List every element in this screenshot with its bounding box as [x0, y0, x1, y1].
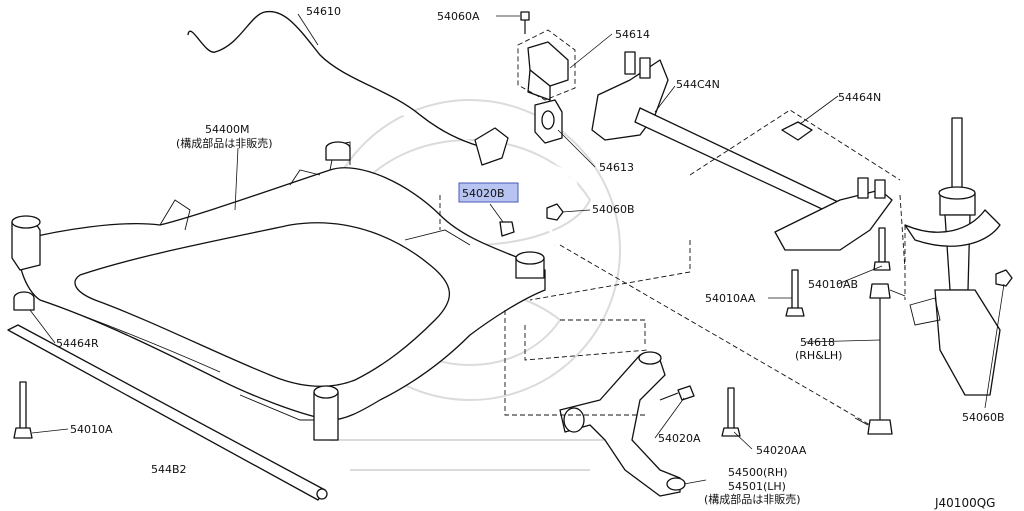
- label-54400M-note: (構成部品は非販売): [176, 136, 273, 150]
- member-bolt-center[interactable]: [499, 221, 515, 237]
- label-54010AB[interactable]: 54010AB: [808, 278, 858, 291]
- label-54618-side: (RH&LH): [795, 349, 842, 362]
- member-mount-top[interactable]: [325, 141, 351, 161]
- label-544B2[interactable]: 544B2: [151, 463, 187, 476]
- label-544C4N[interactable]: 544C4N: [676, 78, 720, 91]
- stabilizer-bar[interactable]: [187, 10, 578, 246]
- label-54618[interactable]: 54618: [800, 336, 835, 349]
- transverse-link[interactable]: [559, 351, 686, 497]
- nut-54060B-top[interactable]: [546, 203, 564, 221]
- stiffener-bar[interactable]: [591, 51, 893, 251]
- diagram-code: J40100QG: [934, 496, 995, 510]
- stabilizer-bushing[interactable]: [534, 99, 563, 144]
- member-mount-center[interactable]: [515, 251, 545, 279]
- member-mount-bottom[interactable]: [313, 385, 339, 441]
- bolt-54010A[interactable]: [13, 381, 33, 439]
- label-54060B-right[interactable]: 54060B: [962, 411, 1005, 424]
- bolt-54010AA[interactable]: [785, 269, 805, 317]
- bolt-54020A[interactable]: [659, 385, 695, 401]
- bolt-54020AA[interactable]: [721, 387, 741, 437]
- label-54060B-top[interactable]: 54060B: [592, 203, 635, 216]
- label-54060A[interactable]: 54060A: [437, 10, 480, 23]
- suspension-member[interactable]: [18, 141, 546, 421]
- leader-lines: [29, 13, 1005, 485]
- nut-54060B-right[interactable]: [995, 269, 1013, 287]
- label-54500-note: (構成部品は非販売): [704, 492, 801, 506]
- label-54010A[interactable]: 54010A: [70, 423, 113, 436]
- label-54501[interactable]: 54501(LH): [728, 480, 786, 493]
- bar-clip[interactable]: [474, 127, 509, 166]
- phantom-lines: [439, 29, 906, 426]
- strut-assembly[interactable]: [904, 117, 1001, 396]
- label-54500[interactable]: 54500(RH): [728, 466, 788, 479]
- label-54020B[interactable]: 54020B: [462, 187, 505, 200]
- label-54613[interactable]: 54613: [599, 161, 634, 174]
- highlight-54020B: [458, 182, 519, 203]
- label-54400M[interactable]: 54400M: [205, 123, 249, 136]
- bolt-54010AB[interactable]: [873, 227, 891, 271]
- reinforcement-bar[interactable]: [7, 324, 328, 501]
- member-mount-left[interactable]: [11, 215, 41, 271]
- insulator-rear[interactable]: [13, 291, 35, 311]
- label-54610[interactable]: 54610: [306, 5, 341, 18]
- label-54020AA[interactable]: 54020AA: [756, 444, 807, 457]
- label-54464R[interactable]: 54464R: [56, 337, 99, 350]
- insulator-54464N[interactable]: [781, 121, 813, 141]
- stabilizer-clamp[interactable]: [527, 41, 569, 101]
- label-54464N[interactable]: 54464N: [838, 91, 881, 104]
- label-54010AA[interactable]: 54010AA: [705, 292, 756, 305]
- bracket-bolt-top[interactable]: [520, 11, 530, 34]
- label-54614[interactable]: 54614: [615, 28, 650, 41]
- connecting-rod[interactable]: [854, 283, 906, 435]
- label-54020A[interactable]: 54020A: [658, 432, 701, 445]
